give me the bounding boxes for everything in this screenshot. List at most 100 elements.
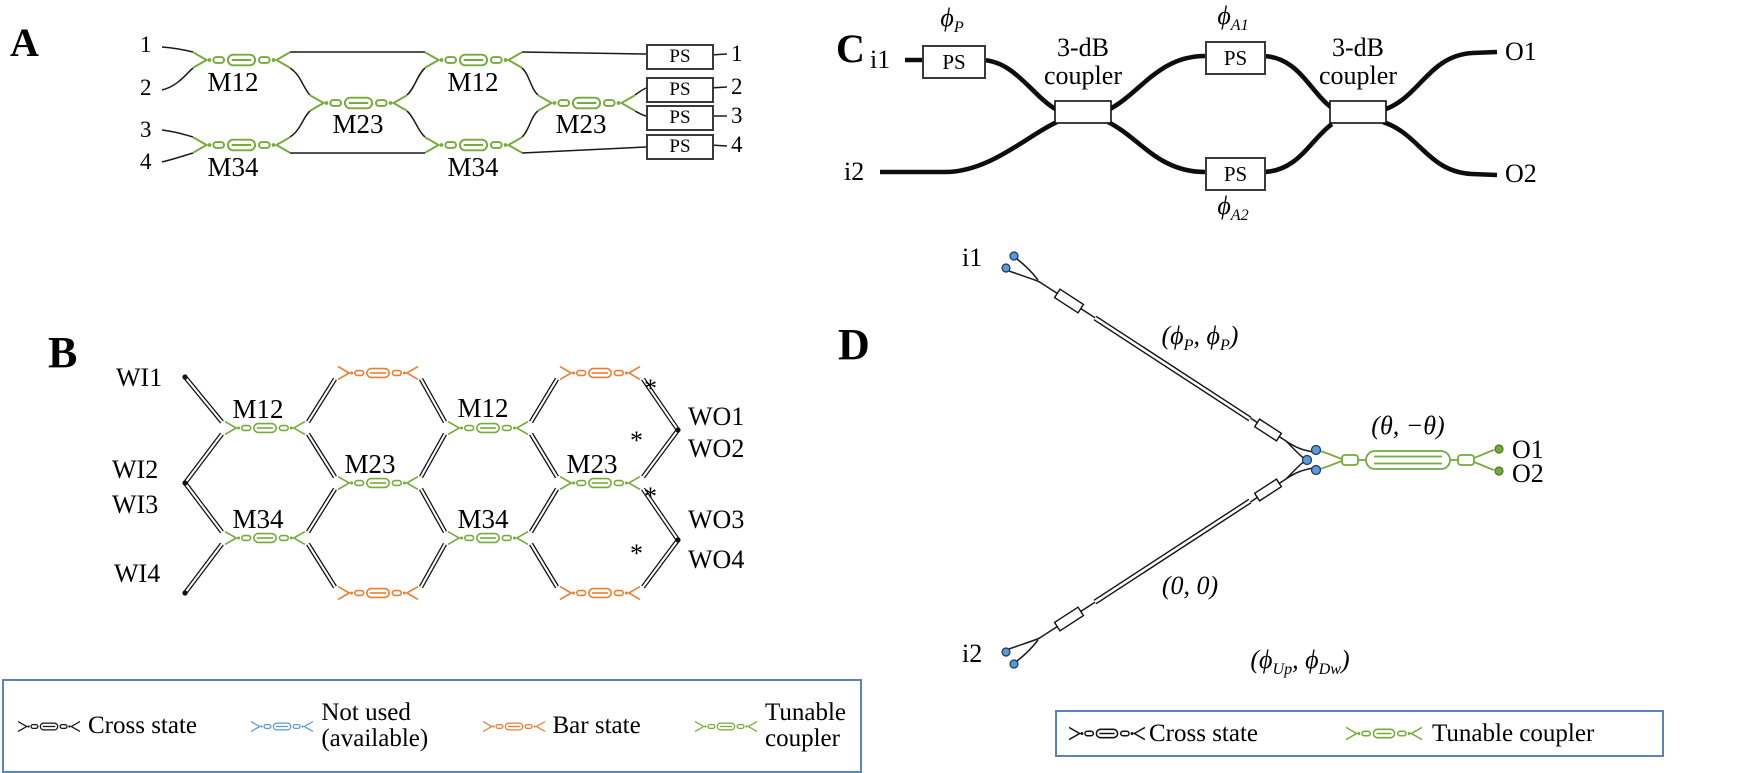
panel-b-coupler-label-m34-2: M34 [457,504,509,534]
panel-a-input-2: 2 [140,75,152,100]
asterisk-marker: * [630,539,643,568]
phase-shifter-box-1: PS [646,44,714,70]
phi-a2-label: ϕA2 [1217,191,1249,225]
arm-bottom-phase-label: (0, 0) [1161,571,1219,600]
phi-p-label: ϕP [940,3,964,37]
asterisk-marker: * [644,482,657,511]
panel-c-input-i1: i1 [870,45,891,74]
ps-label: PS [669,107,691,128]
unused-coupler-icon [251,719,313,734]
panel-d-tunable-coupler [1319,444,1504,476]
ps-label: PS [1223,45,1248,70]
panel-a-input-4: 4 [140,149,152,174]
phase-shifter-box-input: PS [922,45,986,79]
phi-a1-label: ϕA1 [1217,1,1249,35]
panel-b-coupler-label-m23-2: M23 [566,449,618,479]
tunable-coupler-icon [695,719,757,734]
panel-a-output-2: 2 [731,74,743,99]
panel-b-output-wo3: WO3 [688,505,745,534]
panel-d-arms [1001,251,1504,669]
output-port-dot-o1 [1494,444,1504,454]
input-port-dot [1009,659,1019,669]
phase-shifter-box-4: PS [646,134,714,160]
panel-a-input-1: 1 [140,32,152,57]
junction-port-dot [1310,464,1322,476]
legend-item-cross-state: Cross state [1069,719,1259,747]
3db-coupler-box-1 [1054,100,1112,124]
panel-a-coupler-label-m12-2: M12 [447,67,499,97]
ps-label: PS [942,49,966,74]
panel-a-waveguides [161,46,728,163]
panel-a-input-3: 3 [140,117,152,142]
panel-b-coupler-label-m23-1: M23 [344,449,396,479]
bar-state-coupler-icon [559,365,641,381]
bar-state-coupler-icon [337,365,419,381]
panel-c-input-i2: i2 [844,157,865,186]
ps-label: PS [669,136,691,157]
3db-coupler-label-1-line2: coupler [1044,61,1122,90]
updown-phase-label: (ϕUp, ϕDw) [1250,645,1350,679]
panel-d-input-i2: i2 [962,639,983,668]
phase-shifter-box-3: PS [646,105,714,131]
input-port-dot [1009,251,1019,261]
legend-item-not-used: Not used(available) [251,700,428,752]
tunable-coupler-icon-m12-1 [193,51,290,69]
asterisk-marker: * [644,374,657,403]
ps-label: PS [669,79,691,100]
panel-a-coupler-label-m34-2: M34 [447,152,499,182]
panel-b-input-wi2: WI2 [112,455,159,484]
legend-label: Bar state [552,712,641,739]
panel-b-coupler-label-m12-1: M12 [232,394,284,424]
panel-a-letter: A [10,20,39,65]
panel-a-coupler-label-m23-1: M23 [332,109,384,139]
panel-b-coupler-label-m12-2: M12 [457,393,509,423]
output-port-dot-o2 [1494,466,1504,476]
3db-coupler-label-1-line1: 3-dB [1057,33,1109,62]
legend-label: Cross state [1149,719,1259,747]
panel-a-output-4: 4 [731,132,743,157]
ps-label: PS [669,46,691,67]
tunable-coupler-icon-m12-2 [447,420,529,436]
legend-main: Cross state Not used(available) Bar stat… [2,679,862,773]
panel-a-coupler-label-m34-1: M34 [207,152,259,182]
cross-state-coupler-icon [18,719,80,734]
bar-state-coupler-icon [337,585,419,601]
input-port-dot [1001,263,1011,273]
asterisk-marker: * [630,426,643,455]
arm-top-phase-label: (ϕP, ϕP) [1161,321,1239,355]
panel-b-input-wi3: WI3 [112,490,159,519]
legend-label: Cross state [88,712,198,739]
legend-label: Tunable coupler [1432,719,1595,747]
legend-label: Not used(available) [321,699,429,752]
3db-coupler-box-2 [1329,100,1387,124]
panel-c-output-o1: O1 [1505,37,1537,66]
tunable-coupler-icon-m34-2 [425,136,522,154]
panel-a-coupler-label-m23-2: M23 [555,109,607,139]
ps-label: PS [1223,161,1248,186]
panel-d-letter: D [838,320,870,369]
panel-b-output-wo4: WO4 [688,545,745,574]
legend-item-tunable-coupler: Tunable coupler [1346,719,1595,747]
panel-c-letter: C [836,26,865,71]
bar-state-coupler-icon [483,719,545,734]
panel-a-output-3: 3 [731,103,743,128]
legend-item-bar-state: Bar state [483,713,641,739]
phase-shifter-box-lower-arm: PS [1205,157,1266,191]
panel-b-output-wo2: WO2 [688,434,745,463]
panel-b-output-wo1: WO1 [688,402,745,431]
legend-item-cross-state: Cross state [18,713,197,739]
tunable-coupler-icon-m12-2 [425,51,522,69]
tunable-coupler-icon-m34-1 [193,136,290,154]
panel-b-letter: B [48,328,78,377]
bar-state-coupler-icon [559,585,641,601]
legend-panel-d: Cross state Tunable coupler [1055,710,1664,757]
junction-port-dot [1301,454,1313,466]
panel-d-output-o1: O1 [1512,435,1544,464]
panel-d-input-i1: i1 [962,243,983,272]
panel-a-coupler-label-m12-1: M12 [207,67,259,97]
input-port-dot [1001,647,1011,657]
panel-b-coupler-label-m34-1: M34 [232,504,284,534]
panel-b-input-wi1: WI1 [116,363,163,392]
